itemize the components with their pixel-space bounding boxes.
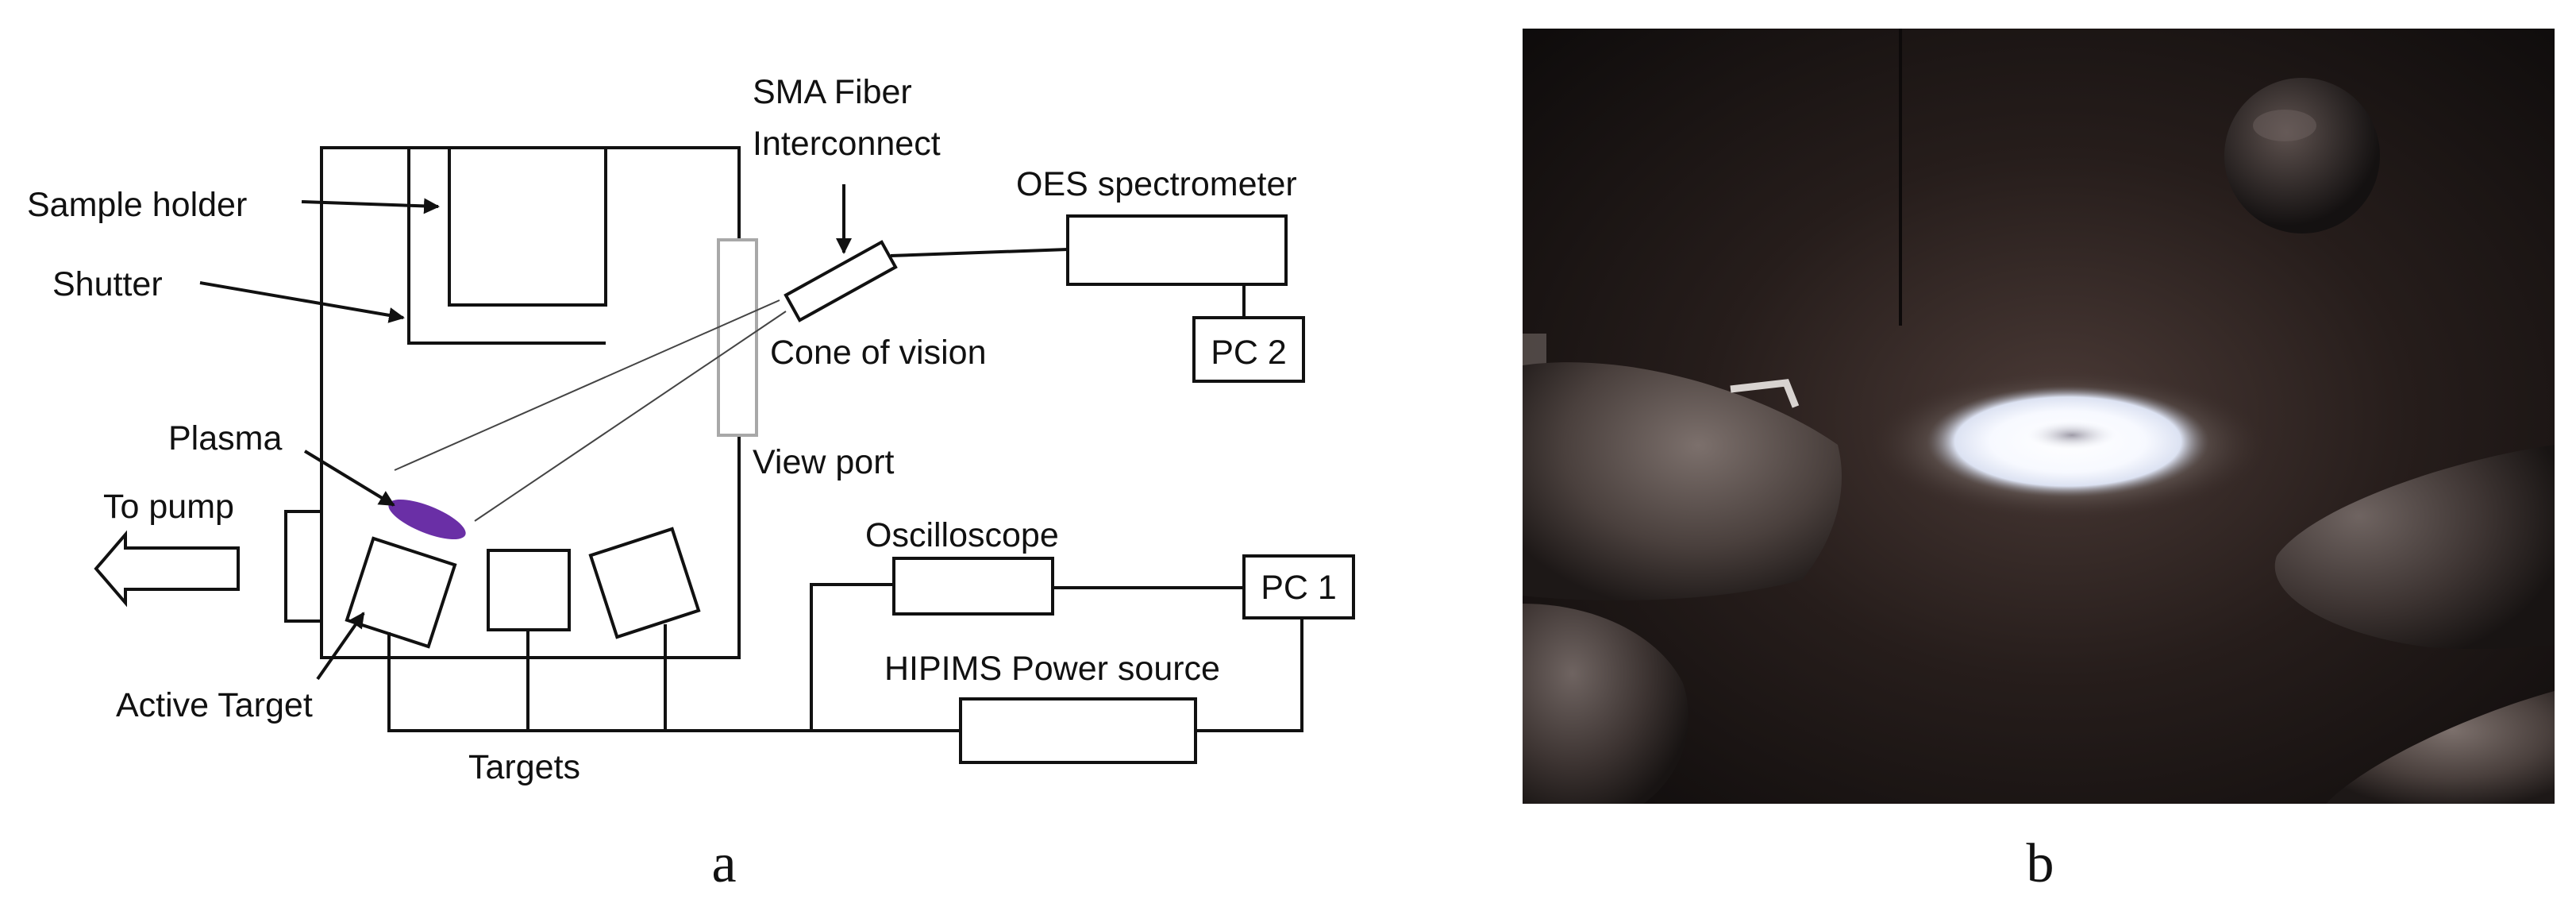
hipims-pc1-wire bbox=[1196, 618, 1303, 732]
view-port bbox=[717, 238, 758, 437]
oscilloscope-wire bbox=[810, 583, 894, 731]
label-hipims-power-source: HIPIMS Power source bbox=[884, 650, 1220, 688]
cone-of-vision-line bbox=[474, 311, 787, 522]
label-sample-holder: Sample holder bbox=[27, 186, 247, 224]
oes-spectrometer-box bbox=[1066, 214, 1288, 286]
plasma-arrow bbox=[303, 450, 395, 507]
right-target-shield bbox=[2274, 445, 2555, 650]
active-target-arrow bbox=[316, 612, 365, 681]
label-oes-spectrometer: OES spectrometer bbox=[1016, 165, 1297, 203]
panel-a-schematic: SMA Fiber Interconnect OES spectrometer … bbox=[27, 73, 1355, 894]
plasma bbox=[388, 499, 466, 540]
label-to-pump: To pump bbox=[103, 488, 234, 526]
panel-b-photo: b bbox=[1523, 29, 2555, 894]
pc2-box bbox=[1192, 316, 1305, 383]
to-pump-arrow bbox=[94, 530, 240, 608]
sample-box bbox=[448, 146, 607, 307]
label-plasma: Plasma bbox=[168, 419, 282, 457]
pump-port bbox=[284, 510, 322, 623]
bottom-left-shield bbox=[1523, 604, 1688, 804]
cone-of-vision-line bbox=[394, 299, 780, 471]
label-sma-fiber-line1: SMA Fiber bbox=[753, 73, 912, 111]
sample-holder bbox=[407, 148, 606, 345]
target bbox=[588, 527, 701, 639]
label-cone-of-vision: Cone of vision bbox=[770, 334, 987, 372]
left-target-shield bbox=[1523, 362, 1842, 600]
pc1-box bbox=[1242, 554, 1355, 619]
label-shutter: Shutter bbox=[52, 265, 163, 303]
label-pc2: PC 2 bbox=[1211, 334, 1287, 372]
plasma-center bbox=[2027, 421, 2116, 450]
target-bus-wire bbox=[387, 632, 961, 732]
bottom-right-shield bbox=[2326, 691, 2555, 804]
viewport-knob bbox=[2224, 78, 2380, 234]
fiber-cable bbox=[890, 248, 1069, 257]
sample-holder-arrow bbox=[301, 198, 440, 214]
clamp-bracket bbox=[1730, 379, 1800, 408]
label-pc1: PC 1 bbox=[1261, 569, 1337, 607]
oscilloscope-box bbox=[892, 557, 1054, 616]
sma-fiber-connector bbox=[784, 240, 898, 322]
label-targets: Targets bbox=[468, 748, 580, 786]
active-target bbox=[345, 536, 457, 649]
label-oscilloscope: Oscilloscope bbox=[865, 516, 1059, 554]
caption-a: a bbox=[711, 833, 736, 894]
vacuum-chamber bbox=[320, 146, 741, 659]
target bbox=[487, 549, 571, 631]
hipims-power-source-box bbox=[959, 697, 1197, 764]
shutter-arrow bbox=[199, 281, 405, 323]
label-active-target: Active Target bbox=[116, 686, 313, 724]
label-view-port: View port bbox=[753, 443, 895, 481]
knob-highlight bbox=[2253, 110, 2316, 141]
label-sma-fiber-line2: Interconnect bbox=[753, 125, 941, 163]
caption-b: b bbox=[2027, 833, 2054, 894]
